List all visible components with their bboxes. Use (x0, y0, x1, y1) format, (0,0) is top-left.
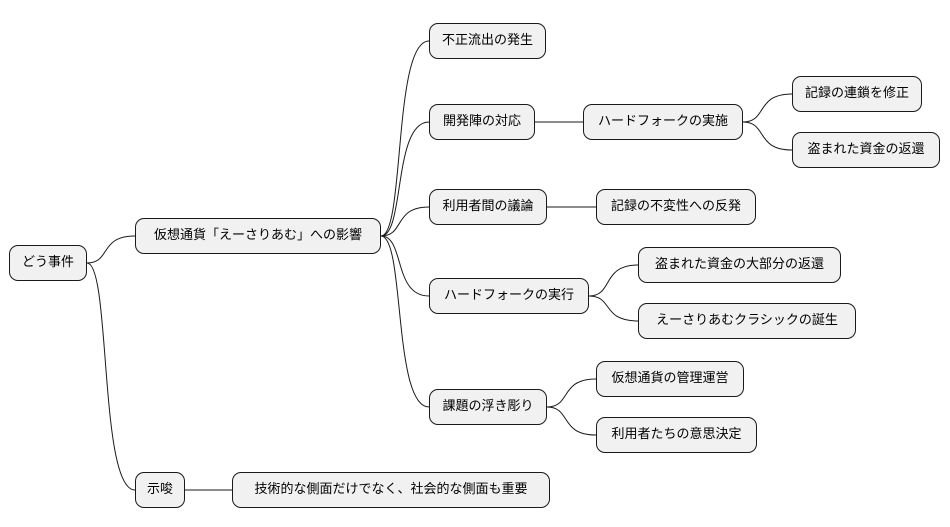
root-node: どう事件 (9, 245, 87, 281)
developer-response-node: 開発陣の対応 (429, 104, 535, 140)
immutability-backlash-node: 記録の不変性への反発 (596, 189, 756, 225)
connector-hardfork-implementation-node-to-return-stolen-funds-node (742, 121, 793, 151)
majority-funds-return-node: 盗まれた資金の大部分の返還 (638, 247, 841, 283)
connector-hardfork-execution-node-to-majority-funds-return-node (588, 264, 639, 297)
connector-root-node-to-topic-implication-node (86, 262, 136, 491)
topic-impact-node: 仮想通貨「えーさりあむ」への影響 (135, 218, 381, 254)
connector-topic-impact-node-to-developer-response-node (380, 121, 430, 237)
issues-highlighted-node: 課題の浮き彫り (429, 389, 547, 425)
connector-issues-highlighted-node-to-crypto-governance-node (546, 378, 597, 408)
user-debate-node: 利用者間の議論 (429, 189, 547, 225)
connector-issues-highlighted-node-to-user-decision-making-node (546, 406, 597, 436)
connector-root-node-to-topic-impact-node (86, 235, 136, 264)
connector-topic-impact-node-to-user-debate-node (380, 206, 430, 237)
connector-topic-impact-node-to-issues-highlighted-node (380, 235, 430, 408)
hardfork-implementation-node: ハードフォークの実施 (583, 104, 743, 140)
social-aspect-node: 技術的な側面だけでなく、社会的な側面も重要 (232, 472, 550, 508)
topic-implication-node: 示唆 (135, 472, 185, 508)
connector-hardfork-execution-node-to-classic-birth-node (588, 295, 639, 322)
connector-topic-impact-node-to-unauthorized-outflow-node (380, 40, 430, 237)
classic-birth-node: えーさりあむクラシックの誕生 (638, 303, 856, 339)
connector-hardfork-implementation-node-to-fix-record-chain-node (742, 93, 793, 123)
return-stolen-funds-node: 盗まれた資金の返還 (792, 132, 940, 168)
hardfork-execution-node: ハードフォークの実行 (429, 278, 589, 314)
unauthorized-outflow-node: 不正流出の発生 (429, 23, 546, 59)
fix-record-chain-node: 記録の連鎖を修正 (792, 76, 922, 112)
connector-topic-impact-node-to-hardfork-execution-node (380, 235, 430, 297)
user-decision-making-node: 利用者たちの意思決定 (596, 417, 757, 453)
crypto-governance-node: 仮想通貨の管理運営 (596, 361, 744, 397)
